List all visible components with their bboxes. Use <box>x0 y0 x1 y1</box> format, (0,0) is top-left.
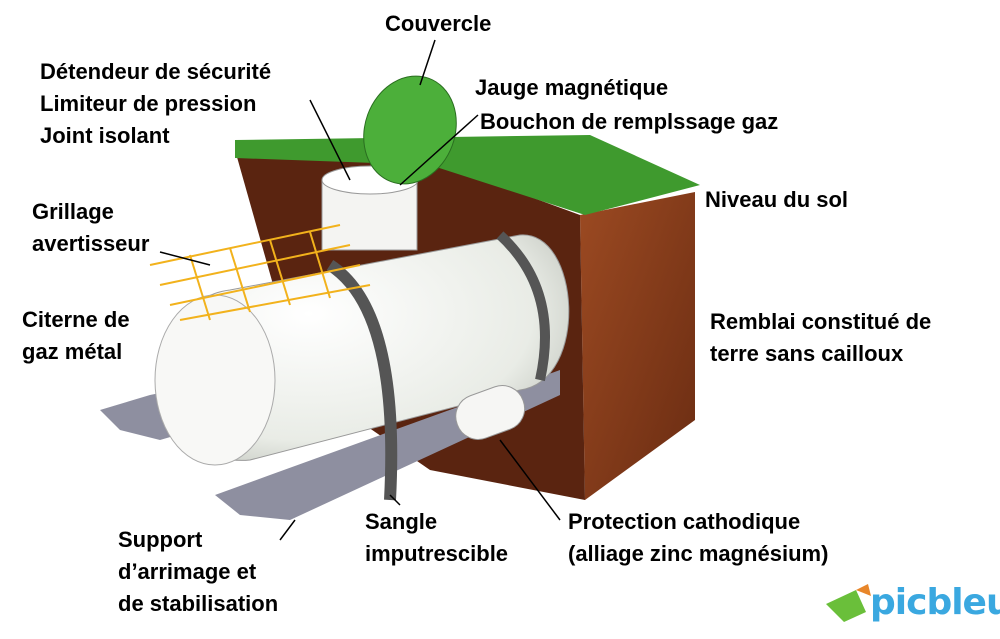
bird-logo-icon <box>826 584 871 622</box>
label-magnetic-gauge: Jauge magnétique <box>475 75 669 100</box>
label-warning-mesh-2: avertisseur <box>32 231 150 256</box>
label-filling-cap: Bouchon de remplssage gaz <box>480 109 779 134</box>
label-tank: Citerne de <box>22 307 130 332</box>
label-pressure-limiter: Limiteur de pression <box>40 91 257 116</box>
label-support-2: d’arrimage et <box>118 559 257 584</box>
label-insulating-joint: Joint isolant <box>40 123 170 148</box>
leader-lines <box>159 39 561 541</box>
label-safety-regulator: Détendeur de sécurité <box>40 59 272 84</box>
label-warning-mesh: Grillage <box>32 199 114 224</box>
soil-side <box>580 192 695 500</box>
label-cathodic-protection: Protection cathodique <box>568 509 801 534</box>
label-backfill: Remblai constitué de <box>710 309 932 334</box>
grass-ground <box>235 135 700 215</box>
label-backfill-2: terre sans cailloux <box>710 341 904 366</box>
label-support: Support <box>118 527 203 552</box>
picbleu-logo: picbleu <box>870 582 1000 623</box>
label-cathodic-protection-2: (alliage zinc magnésium) <box>568 541 829 566</box>
strap <box>496 231 550 382</box>
label-support-3: de stabilisation <box>118 591 279 616</box>
label-strap: Sangle <box>365 509 438 534</box>
cathodic-anode <box>455 385 526 440</box>
lid <box>363 75 457 185</box>
label-ground-level: Niveau du sol <box>705 187 849 212</box>
label-strap-2: imputrescible <box>365 541 509 566</box>
strap <box>326 259 398 501</box>
label-tank-2: gaz métal <box>22 339 123 364</box>
label-lid: Couvercle <box>385 11 492 36</box>
